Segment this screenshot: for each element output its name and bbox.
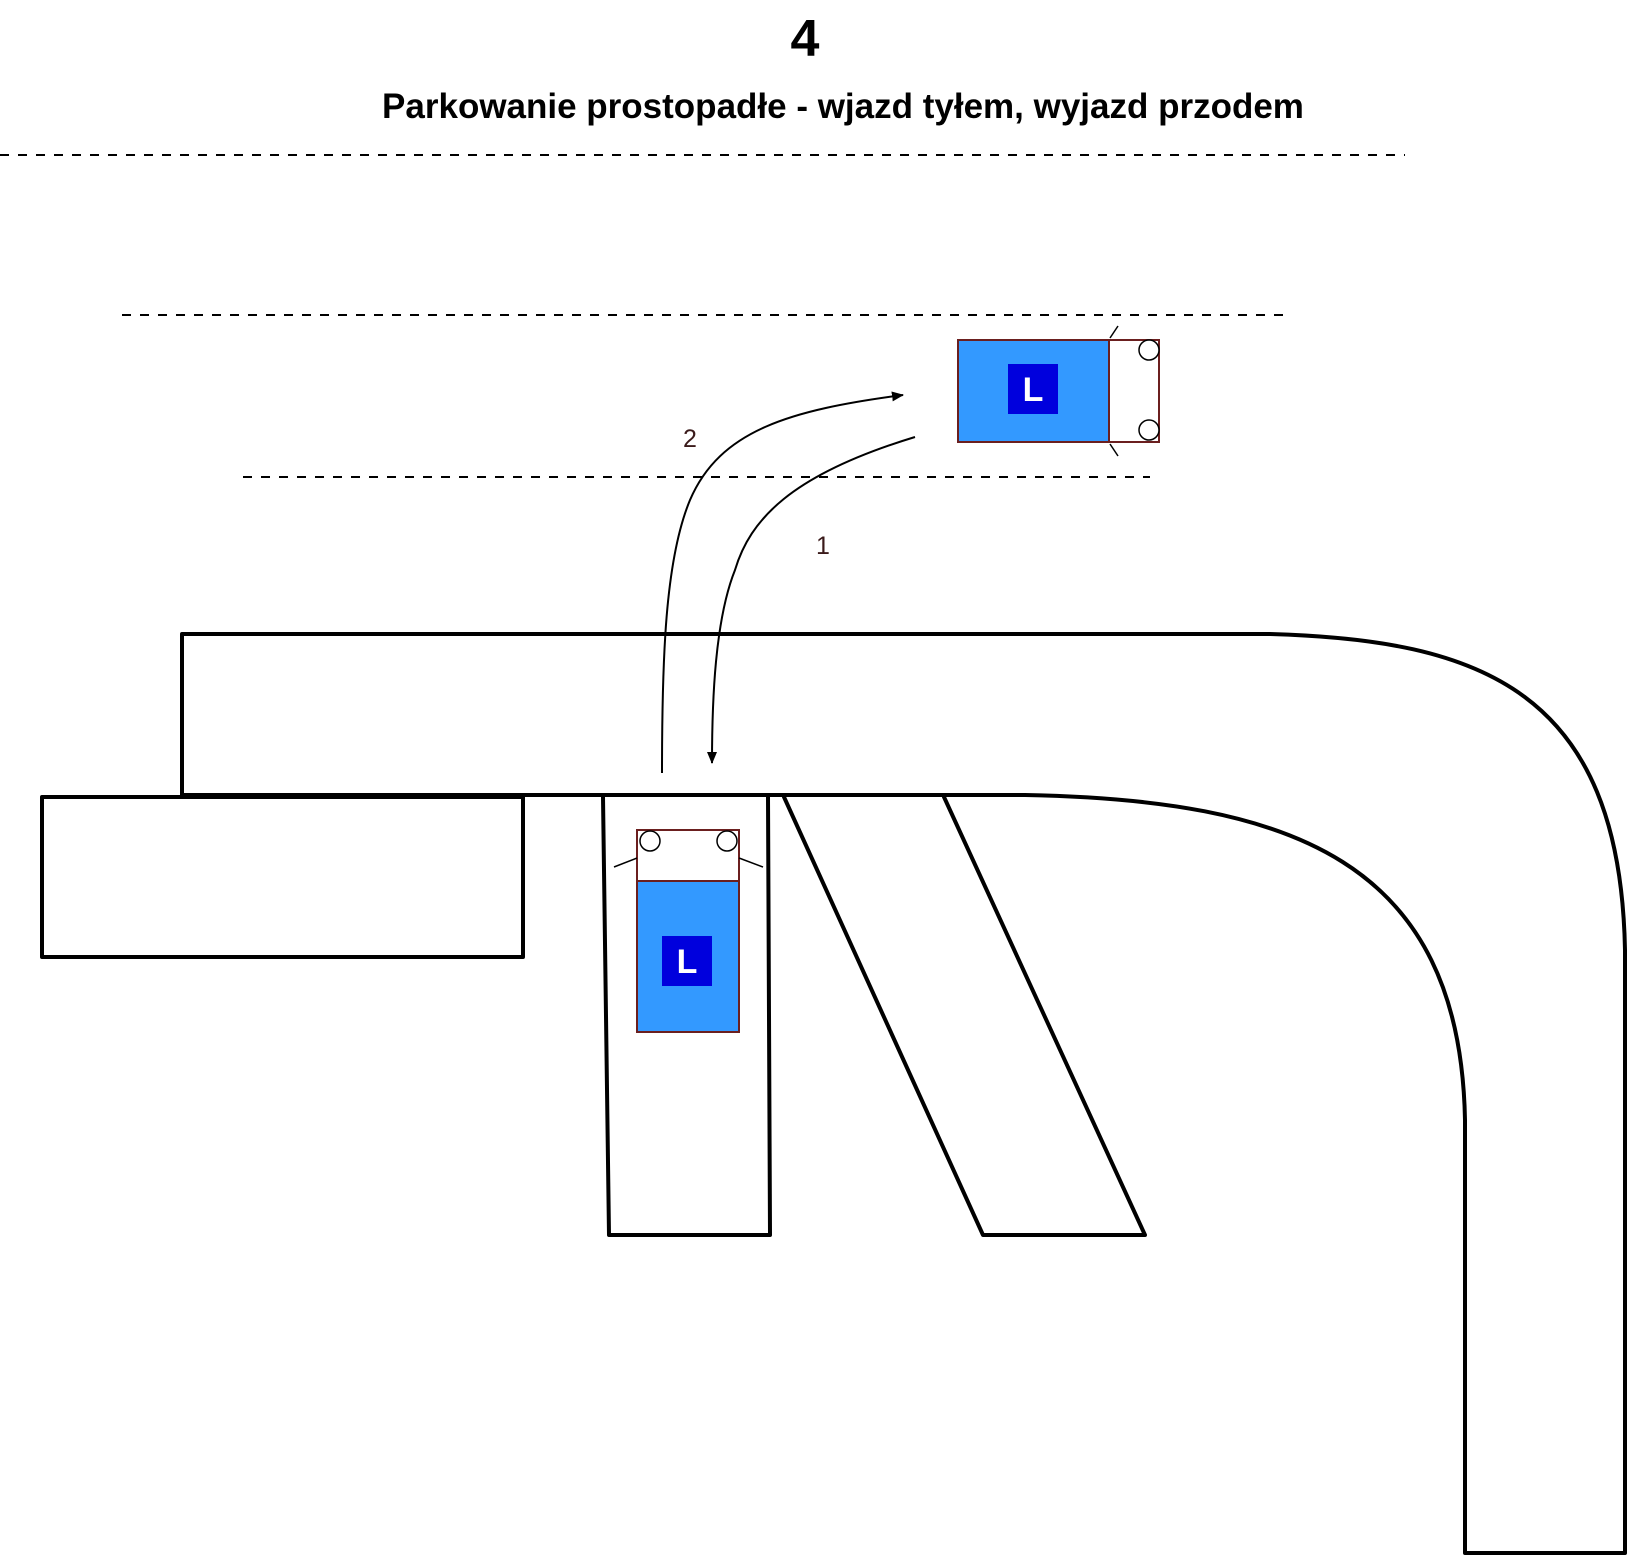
l-badge-icon (662, 936, 712, 986)
upper-curb-outline (180, 632, 1627, 1555)
parking-area-outline (40, 632, 1627, 1555)
l-badge-letter: L (677, 943, 698, 981)
maneuver-path-1 (707, 436, 916, 764)
wheel-icon (639, 830, 661, 852)
mirror-icon (1109, 443, 1119, 457)
mirror-icon (613, 857, 638, 868)
title-number: 4 (791, 10, 820, 68)
wheel-icon (1138, 419, 1160, 441)
wheel-icon (1138, 339, 1160, 361)
diagram-subtitle: Parkowanie prostopadłe - wjazd tyłem, wy… (382, 87, 1304, 126)
maneuver-label-1: 1 (816, 532, 830, 560)
car-on-road: L (957, 325, 1160, 457)
mirror-icon (1109, 325, 1119, 339)
parking-bay-perpendicular (601, 795, 772, 1237)
mirror-icon (738, 857, 764, 868)
maneuver-label-2: 2 (683, 425, 697, 453)
l-badge-letter: L (1023, 371, 1044, 409)
wheel-icon (716, 830, 738, 852)
maneuver-path-2 (661, 391, 904, 774)
left-block-outline (40, 795, 525, 959)
parking-bay-angled (782, 795, 1147, 1237)
l-badge-icon (1008, 364, 1058, 414)
car-in-bay: L (613, 829, 764, 1033)
